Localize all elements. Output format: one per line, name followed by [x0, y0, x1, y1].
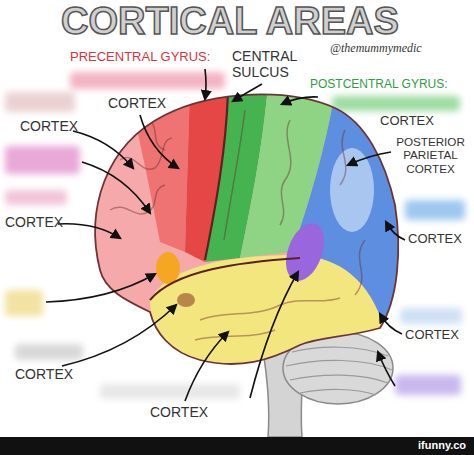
gyrus-line — [110, 185, 165, 214]
leader-arrow — [185, 332, 228, 401]
folium — [290, 375, 388, 383]
blurred-patch — [395, 375, 461, 395]
blurred-patch — [332, 96, 460, 111]
gyrus-line — [150, 120, 165, 150]
blurred-patch — [70, 72, 225, 89]
part-name: CORTEX — [405, 328, 459, 343]
prefrontal-region — [80, 80, 440, 380]
leader-arrow — [82, 162, 150, 213]
blurred-patch — [405, 200, 465, 220]
gyrus-line — [200, 298, 340, 320]
leader-arrow — [348, 152, 391, 165]
title: CORTICAL AREAS — [0, 2, 460, 40]
auditory-region — [177, 293, 195, 307]
leader-arrow — [378, 352, 395, 386]
temporal-region — [150, 255, 385, 365]
gyrus-line — [195, 330, 275, 340]
folium — [292, 347, 388, 356]
leader-arrow — [250, 272, 298, 398]
blurred-patch — [400, 308, 462, 324]
part-name: CORTEX — [380, 114, 434, 129]
part-name: POSTCENTRAL GYRUS: — [310, 78, 448, 92]
part-name: CORTEX — [5, 214, 63, 230]
cerebellum-folia — [286, 347, 392, 395]
part-name: POSTERIOR PARIETAL CORTEX — [393, 135, 468, 175]
cerebrum — [80, 80, 440, 380]
part-name: CENTRAL SULCUS — [232, 48, 312, 80]
gyrus-line — [224, 110, 245, 240]
visual-association-region — [330, 148, 374, 232]
gyri-lines — [110, 110, 365, 340]
folium — [300, 389, 376, 395]
leader-arrow — [140, 115, 178, 168]
cerebrum-outline — [95, 94, 398, 364]
part-name: CORTEX — [15, 366, 73, 382]
blurred-patch — [5, 92, 75, 112]
leader-arrow — [282, 97, 318, 104]
gyrus-line — [340, 130, 346, 185]
part-name: PRECENTRAL GYRUS: — [70, 50, 210, 65]
part-name: CORTEX — [108, 95, 166, 111]
leader-arrow — [386, 222, 405, 240]
part-name: CORTEX — [408, 232, 462, 247]
blurred-patch — [5, 290, 43, 316]
leader-arrow — [62, 305, 176, 366]
leader-arrow — [46, 274, 155, 302]
lateral-sulcus-line — [150, 258, 300, 300]
watermark-bar — [0, 437, 474, 455]
broca-region — [156, 252, 180, 284]
folium — [286, 360, 392, 370]
part-name: CORTEX — [150, 404, 208, 420]
leader-arrow — [58, 224, 120, 238]
leader-arrows — [46, 69, 405, 401]
watermark: ifunny.co — [418, 439, 466, 452]
blurred-patch — [100, 384, 240, 399]
central-sulcus-line — [205, 92, 228, 260]
leader-arrow — [380, 314, 402, 334]
part-name: CORTEX — [20, 118, 78, 134]
blurred-patches — [5, 72, 465, 399]
blurred-patch — [15, 344, 83, 360]
blurred-patch — [5, 190, 67, 205]
leader-arrow — [233, 84, 262, 101]
wernicke-region — [279, 218, 331, 286]
gyrus-line — [280, 120, 291, 225]
gyrus-line — [355, 240, 365, 295]
blurred-patch — [5, 146, 80, 174]
credit-handle: @themummymedic — [330, 42, 422, 56]
leader-arrow — [205, 69, 206, 99]
